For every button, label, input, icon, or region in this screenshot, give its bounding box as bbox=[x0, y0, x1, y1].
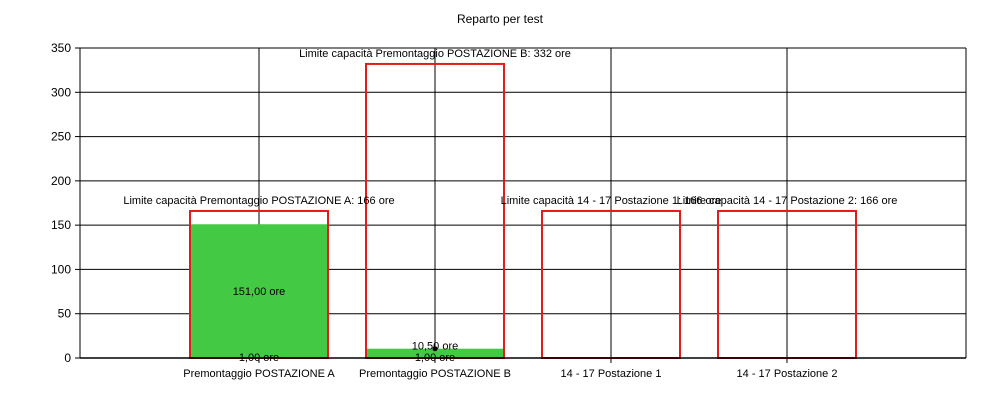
limit-label: Limite capacità 14 - 17 Postazione 1: 16… bbox=[501, 195, 722, 207]
data-label: 10,50 ore bbox=[412, 341, 458, 353]
y-tick-label: 50 bbox=[58, 307, 72, 321]
x-tick-label: Premontaggio POSTAZIONE B bbox=[359, 368, 511, 380]
bar-actual bbox=[365, 348, 505, 358]
limit-label: Limite capacità 14 - 17 Postazione 2: 16… bbox=[677, 195, 898, 207]
data-label: 151,00 ore bbox=[233, 286, 286, 298]
limit-label: Limite capacità Premontaggio POSTAZIONE … bbox=[299, 48, 571, 60]
y-tick-label: 150 bbox=[51, 218, 71, 232]
x-tick-label: 14 - 17 Postazione 2 bbox=[737, 368, 838, 380]
y-tick-label: 250 bbox=[51, 130, 71, 144]
x-tick-label: Premontaggio POSTAZIONE A bbox=[183, 368, 335, 380]
limit-label: Limite capacità Premontaggio POSTAZIONE … bbox=[123, 195, 394, 207]
y-tick-label: 200 bbox=[51, 174, 71, 188]
y-tick-label: 100 bbox=[51, 262, 71, 276]
x-tick-label: 14 - 17 Postazione 1 bbox=[561, 368, 662, 380]
bar-actual bbox=[189, 224, 329, 358]
chart-title: Reparto per test bbox=[457, 12, 544, 26]
fill-bars bbox=[189, 224, 505, 358]
y-tick-label: 0 bbox=[64, 351, 71, 365]
y-tick-label: 350 bbox=[51, 41, 71, 55]
data-point-marker bbox=[432, 346, 438, 352]
base-label: 1,00 ore bbox=[239, 352, 279, 364]
y-tick-label: 300 bbox=[51, 85, 71, 99]
base-label: 1,00 ore bbox=[415, 352, 455, 364]
